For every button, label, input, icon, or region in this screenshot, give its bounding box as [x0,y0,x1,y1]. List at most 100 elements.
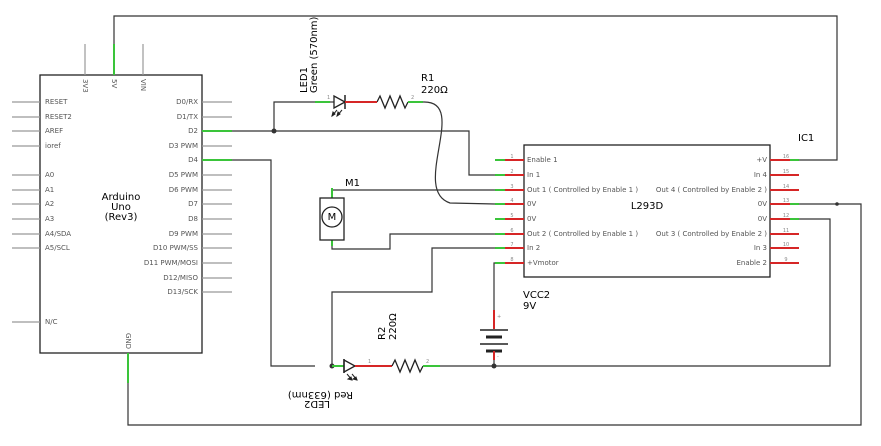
junction-dot [835,202,839,206]
arduino-name: Arduino [102,192,141,203]
pin-number: 8 [510,257,513,263]
arduino-pin-label: ioref [45,142,61,150]
wire-arduino-gnd [127,203,862,426]
pin-number: 14 [783,184,789,190]
light-emit-icon [331,109,343,118]
arduino-pin-label: D10 PWM/SS [153,244,199,252]
arduino-pin-label: D1/TX [177,113,198,121]
resistor-r2[interactable]: 2 R2 220Ω [377,313,440,374]
light-emit-icon [346,373,358,381]
battery-vcc2[interactable]: + - VCC2 9V [480,290,550,360]
arduino-pin-vin: VIN [139,79,147,91]
pin-number: 2 [510,169,513,175]
motor-symbol: M [328,212,337,223]
arduino-pin-label: D0/RX [176,98,198,106]
ic1-pin-label: In 1 [527,171,540,179]
junction-dot [271,128,277,134]
arduino-pin-label: D8 [188,215,198,223]
wire-motor-out2 [331,233,495,250]
pin-number: 9 [784,257,787,263]
led2-ref: LED2 [304,398,330,409]
arduino-uno[interactable]: 3V3 5V VIN GND RESET RESET2 AREF ioref A… [12,44,232,383]
r2-ref: R2 [377,327,388,340]
arduino-right-pins: D0/RX D1/TX D2 D3 PWM D4 D5 PWM D6 PWM D… [144,98,232,296]
wire-gnd-rail [494,218,831,367]
pin-number: 12 [783,213,789,219]
ic1-pin-label: In 4 [754,171,768,179]
arduino-pin-label: D5 PWM [169,171,198,179]
arduino-pin-label: A4/SDA [45,230,71,238]
ic1-left-labels: 1 2 3 4 5 6 7 8 Enable 1 In 1 Out 1 ( Co… [510,154,638,267]
pin-number: 5 [510,213,513,219]
arduino-pin-label: N/C [45,318,58,326]
arduino-pin-label: A1 [45,186,54,194]
arduino-pin-label: D7 [188,200,198,208]
pin-number: 13 [783,198,789,204]
ic1-l293d[interactable]: 1 2 3 4 5 6 7 8 Enable 1 In 1 Out 1 ( Co… [495,133,814,278]
ic1-pin-label: 0V [527,200,536,208]
pin-number: 1 [327,95,330,101]
arduino-pin-label: D2 [188,127,198,135]
arduino-pin-label: A5/SCL [45,244,70,252]
r2-value: 220Ω [388,313,399,340]
ic1-pin-label: 0V [527,215,536,223]
wire-battery-neg [423,354,495,367]
arduino-left-pins: RESET RESET2 AREF ioref A0 A1 A2 A3 A4/S… [12,98,72,326]
arduino-pin-label: RESET [45,98,68,106]
arduino-pin-3v3: 3V3 [81,79,89,93]
arduino-pin-gnd: GND [124,333,132,349]
ic1-pin-label: +Vmotor [527,259,559,267]
arduino-pin-label: D9 PWM [169,230,198,238]
pin-number: 15 [783,169,789,175]
ic1-part: L293D [631,201,664,212]
arduino-pin-label: A3 [45,215,54,223]
ic1-pin-label: In 2 [527,244,540,252]
ic1-right-labels: 16 15 14 13 12 11 10 9 +V In 4 Out 4 ( C… [656,154,789,267]
m1-ref: M1 [345,178,360,189]
wire-vmotor [493,262,495,310]
arduino-pin-label: D13/SCK [167,288,198,296]
arduino-pin-label: AREF [45,127,63,135]
led2-red[interactable]: 1 LED2 Red (633nm) [288,358,380,409]
ic1-pin-label: Out 4 ( Controlled by Enable 2 ) [656,186,767,194]
pin-number: 1 [368,359,371,365]
led1-ref: LED1 [299,67,310,93]
battery-minus: - [497,354,499,360]
ic1-pin-label: Enable 2 [736,259,767,267]
arduino-pin-label: A0 [45,171,54,179]
ic1-pin-label: Out 1 ( Controlled by Enable 1 ) [527,186,638,194]
r1-ref: R1 [421,73,434,84]
led1-green[interactable]: 1 LED1 Green (570nm) [299,16,368,118]
ic1-pin-label: +V [756,156,767,164]
motor-m1[interactable]: M M1 [319,178,360,246]
arduino-pin-5v: 5V [110,79,118,88]
arduino-pin-label: RESET2 [45,113,72,121]
wire-in2 [331,247,495,366]
battery-plus: + [497,314,501,320]
pin-number: 6 [510,228,513,234]
ic1-pin-label: Enable 1 [527,156,558,164]
ic1-pin-label: 0V [758,215,767,223]
ic1-pin-label: Out 3 ( Controlled by Enable 2 ) [656,230,767,238]
resistor-r1[interactable]: 2 R1 220Ω [368,73,448,110]
wire-d2 [232,101,315,132]
arduino-pin-label: D4 [188,156,198,164]
pin-number: 3 [510,184,513,190]
wire-d2-in1 [274,130,495,176]
pin-number: 1 [510,154,513,160]
wire-5v-rail [113,15,838,161]
pin-number: 2 [426,359,429,365]
pin-number: 7 [510,242,513,248]
pin-number: 4 [510,198,513,204]
ic1-pin-label: In 3 [754,244,767,252]
ic1-pin-label: 0V [758,200,767,208]
vcc2-ref: VCC2 [523,290,550,301]
pin-number: 10 [783,242,789,248]
arduino-rev: (Rev3) [105,212,138,223]
wire-d4 [232,159,315,367]
pin-number: 16 [783,154,789,160]
arduino-pin-label: D6 PWM [169,186,198,194]
pin-number: 11 [783,228,789,234]
arduino-model: Uno [111,202,131,213]
